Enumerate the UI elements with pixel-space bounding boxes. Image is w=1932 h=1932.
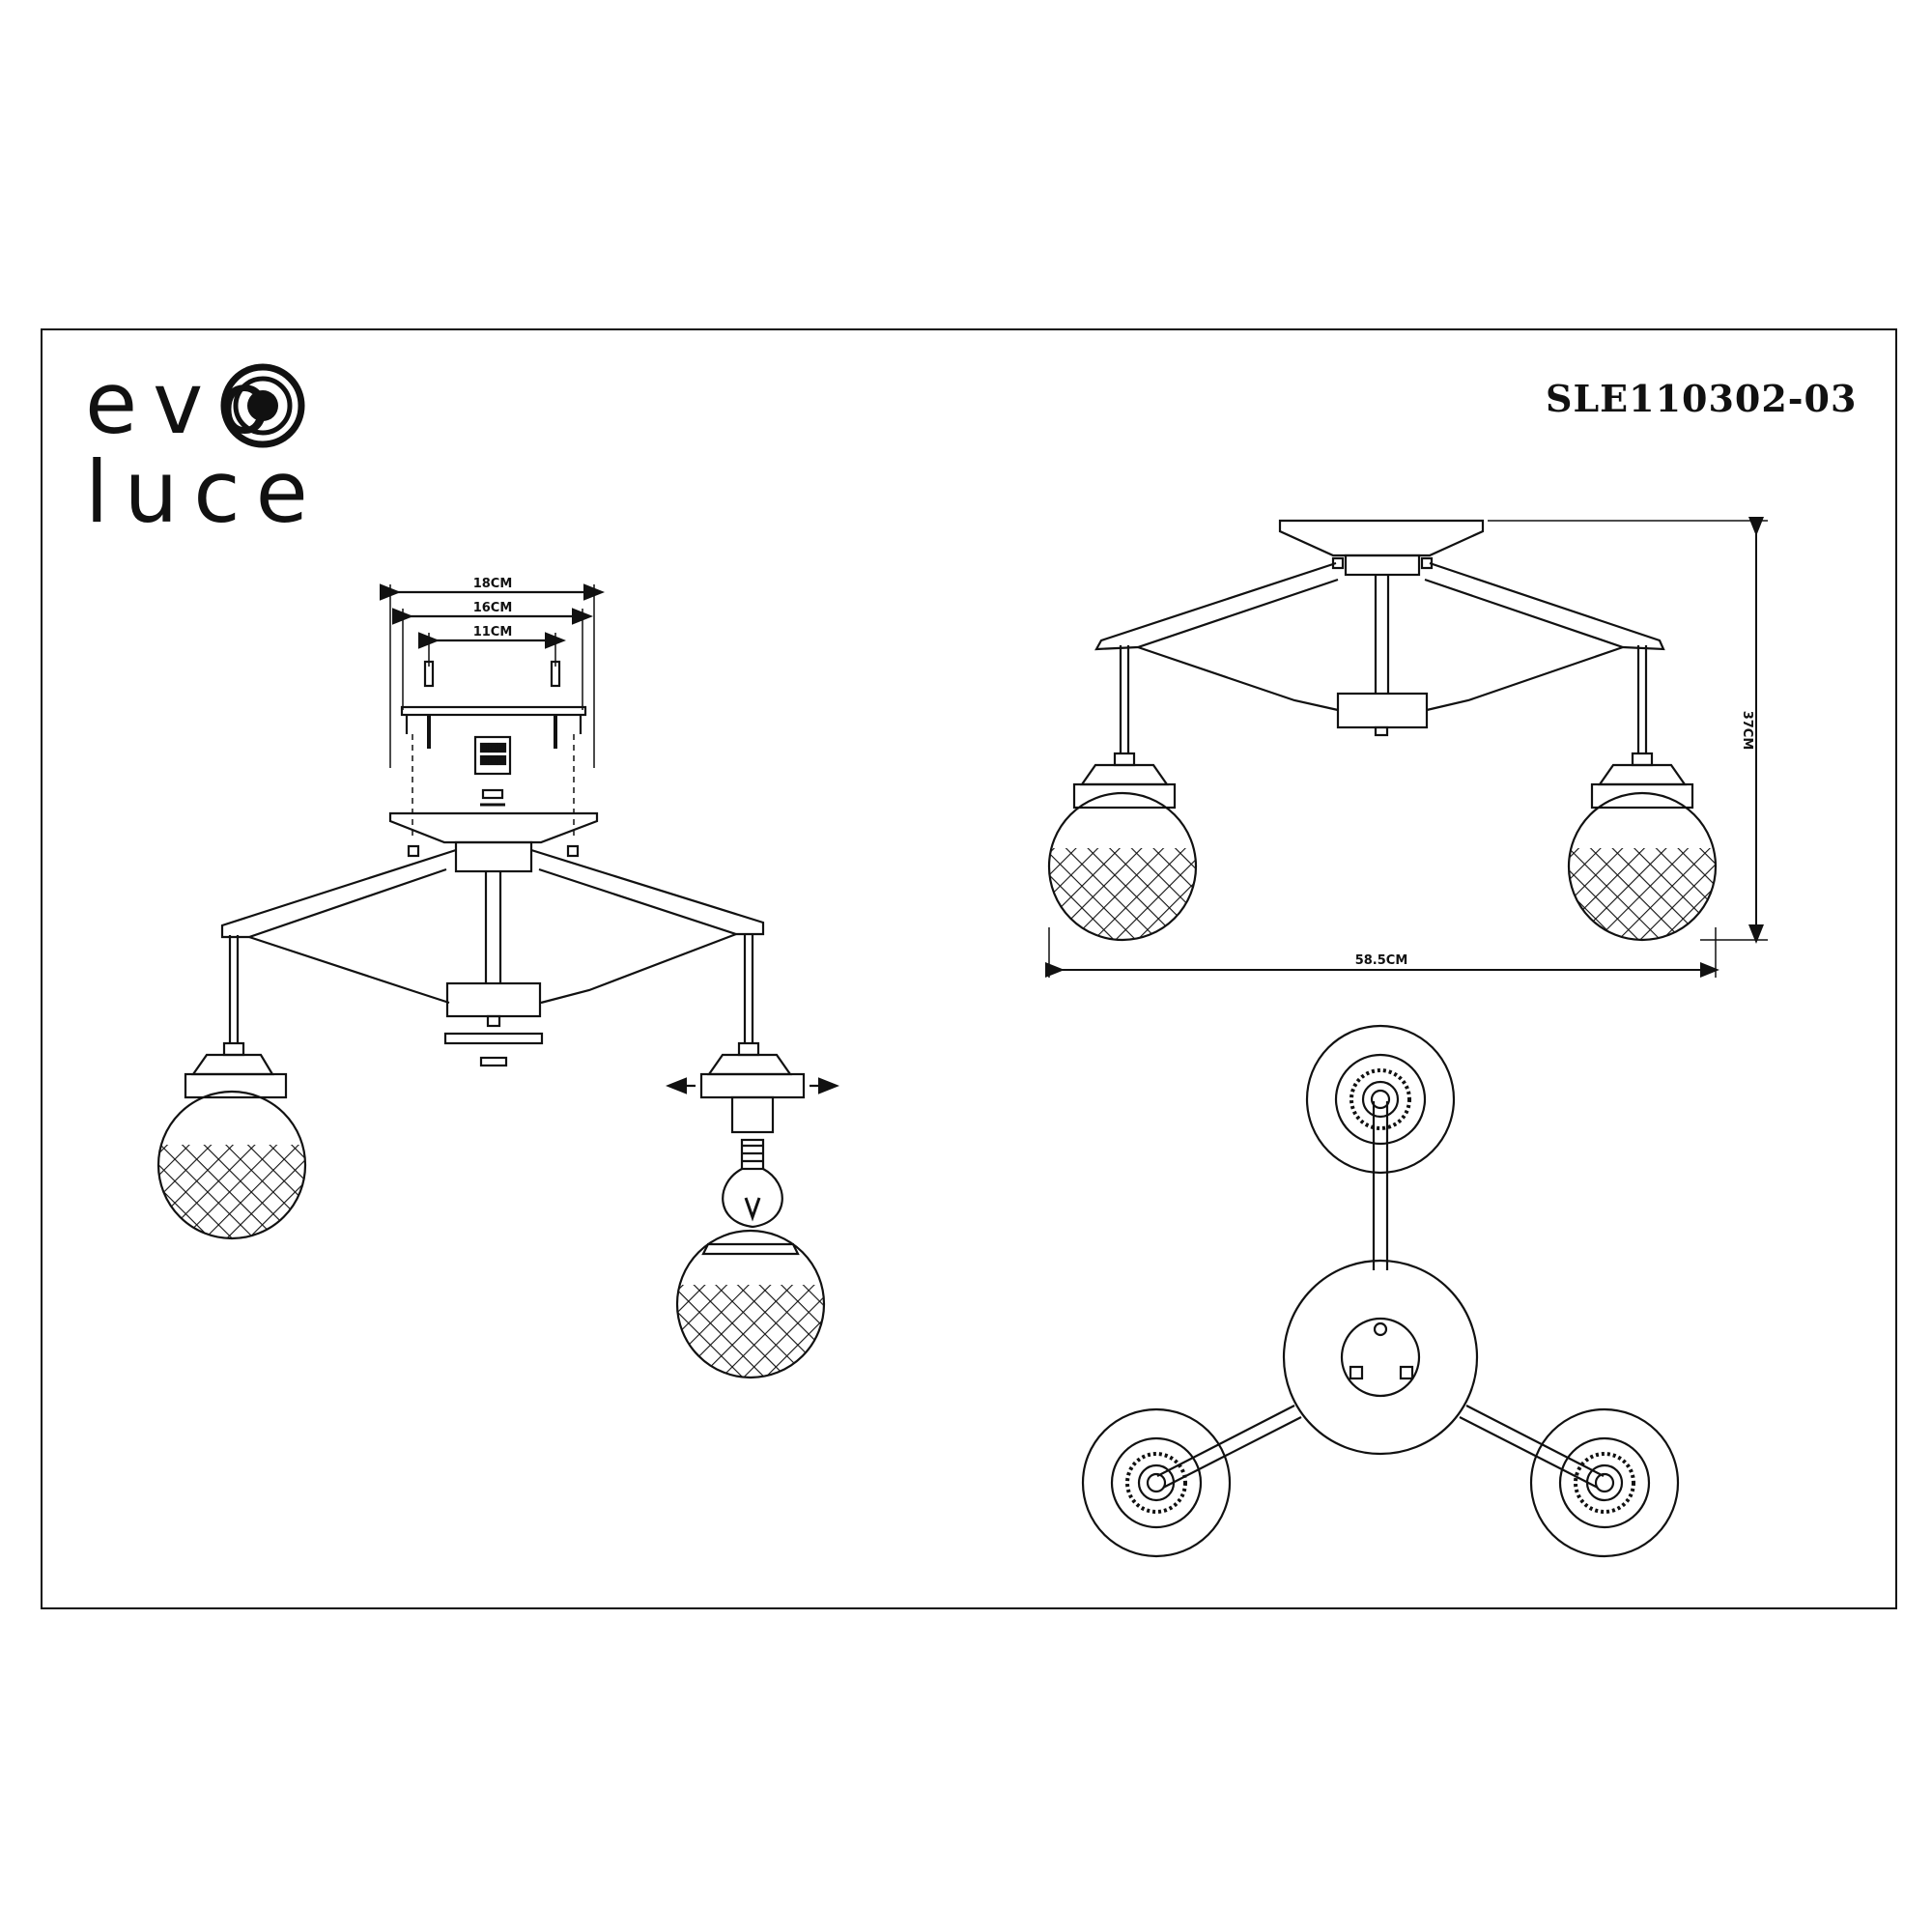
dim-mount-mid: 16CM [473,601,513,615]
front-arm-upper-right [1424,561,1665,651]
front-arm-lower-right [1426,645,1624,712]
front-top-hub [1344,554,1421,577]
top-view-drawing [1081,1024,1680,1558]
shade-rim [701,1242,800,1256]
bulb-icon [722,1138,783,1229]
bottom-hub [445,981,542,1018]
lamp-holder-left [190,1053,274,1076]
top-view-mounting-plate [1340,1317,1421,1398]
front-bottom-hub [1336,692,1429,729]
terminal-block [473,735,512,776]
front-lamp-holder-right [1597,763,1688,786]
dim-width: 58.5CM [1355,953,1408,968]
front-view-drawing [1045,517,1768,978]
top-view-shade-right [1529,1407,1680,1558]
front-canopy [1278,519,1485,557]
front-dimension-lines [1045,517,1768,978]
exploded-assembly-view [156,583,839,1379]
logo-line-2: luce [85,442,324,542]
wall-plug-right [550,660,561,688]
dim-height: 37CM [1740,711,1754,751]
socket [730,1095,775,1134]
lamp-holder-right [706,1053,793,1076]
front-arm-lower-left [1137,645,1339,712]
arm-upper-left [220,848,457,939]
dim-mount-inner: 11CM [473,625,513,639]
top-view-shade-top [1305,1024,1456,1175]
mounting-plate [400,705,587,717]
top-view-shade-left [1081,1407,1232,1558]
dim-mount-outer: 18CM [473,577,513,591]
top-hub [454,840,533,873]
arm-upper-right [530,848,765,936]
model-number: SLE110302-03 [1546,377,1858,420]
canopy-nut-left [407,844,420,858]
front-lamp-holder-left [1079,763,1170,786]
hub-washer [443,1032,544,1045]
drawing-frame [41,328,1897,1609]
wall-plug-left [423,660,435,688]
canopy [388,811,599,844]
canopy-nut-right [566,844,580,858]
arm-lower-left [248,935,450,1005]
hub-nut [479,1056,508,1067]
logo-ring-icon [220,363,305,448]
arm-lower-right [540,932,737,1005]
top-view-canopy [1282,1259,1479,1456]
front-arm-upper-left [1094,561,1339,651]
